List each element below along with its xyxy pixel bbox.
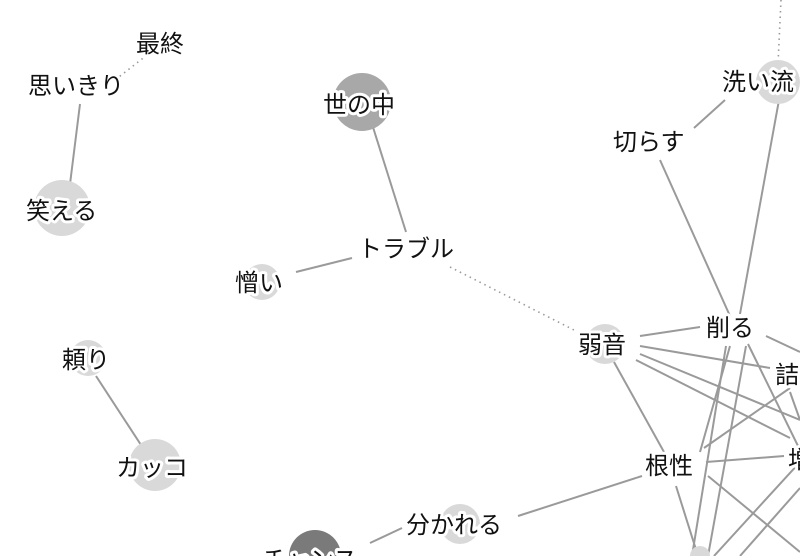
edge-toraburu-jakuon (449, 266, 575, 331)
node-circle-jakuon (585, 324, 625, 364)
edge-araiNagasu-top (777, 0, 782, 65)
node-labels: 最終 思いきり 笑える 世の中 トラブル 憎い 頼り カッコ 分かれる チャンス… (23, 27, 800, 556)
edge-jakuon-tsume (639, 345, 771, 369)
node-circle-nikui (244, 264, 280, 300)
node-circle-araiNagasu (756, 60, 800, 104)
node-jakuon: 弱音 (578, 331, 626, 359)
edge-jakuon-konjou (613, 361, 665, 453)
edge-konjou-bottom-right (707, 475, 800, 553)
node-kezuru: 削る (706, 314, 754, 342)
node-wakareru: 分かれる (406, 511, 502, 539)
node-nikui: 憎い (235, 269, 283, 297)
node-waraeru: 笑える (26, 197, 97, 225)
node-kirasu: 切らす (613, 128, 685, 156)
edge-araiNagasu-kezuru (739, 99, 780, 315)
edge-konjou-right (705, 455, 785, 463)
edge-tsume-bottom (789, 391, 800, 421)
node-tsume: 詰 (775, 361, 799, 389)
edge-kezuru-tsume (765, 335, 800, 353)
edge-kirasu-araiNagasu (693, 99, 726, 129)
node-circles (34, 60, 800, 556)
edge-saishuu-omoikiri (114, 44, 161, 81)
node-yononaka: 世の中 (323, 91, 395, 119)
edge-wakareru-konjou (517, 475, 643, 517)
node-saishuu: 最終 (136, 30, 184, 58)
node-circle-waraeru (34, 180, 90, 236)
node-circle-kakko (129, 439, 181, 491)
edge-kezuru-bottom1 (691, 345, 727, 556)
edge-kirasu-kezuru (659, 159, 731, 317)
edges (68, 0, 800, 556)
edge-yononaka-toraburu (371, 123, 407, 233)
edge-right-bottom1 (713, 461, 800, 556)
edge-kezuru-konjou (699, 345, 731, 453)
node-circle-yononaka (333, 73, 391, 131)
node-omoikiri: 思いきり (28, 72, 124, 100)
edge-kezuru-bottom2 (707, 345, 747, 556)
edge-konjou-bottom (675, 485, 699, 556)
node-edge-char: 増 (788, 446, 800, 474)
node-circle-chansu (289, 530, 341, 556)
edge-jakuon-kezuru (639, 326, 701, 337)
node-circle-konjou (690, 546, 710, 556)
node-chansu: チャンス (262, 546, 357, 556)
node-circle-wakareru (440, 504, 480, 544)
edge-wakareru-chansu (369, 527, 403, 544)
edge-jakuon-right2 (635, 359, 791, 439)
edge-nikui-toraburu (295, 257, 353, 273)
edge-konjou-tsume (703, 387, 791, 449)
node-araiNagasu: 洗い流 (722, 68, 794, 96)
node-kakko: カッコ (116, 454, 188, 482)
edge-omoikiri-waraeru (68, 103, 81, 193)
node-toraburu: トラブル (358, 235, 454, 263)
node-circle-tayori (70, 340, 106, 376)
edge-right-bottom2 (739, 487, 800, 556)
node-konjou: 根性 (645, 452, 693, 480)
edge-tayori-kakko (95, 375, 144, 449)
node-tayori: 頼り (62, 346, 110, 374)
edge-kezuru-right (747, 343, 800, 451)
